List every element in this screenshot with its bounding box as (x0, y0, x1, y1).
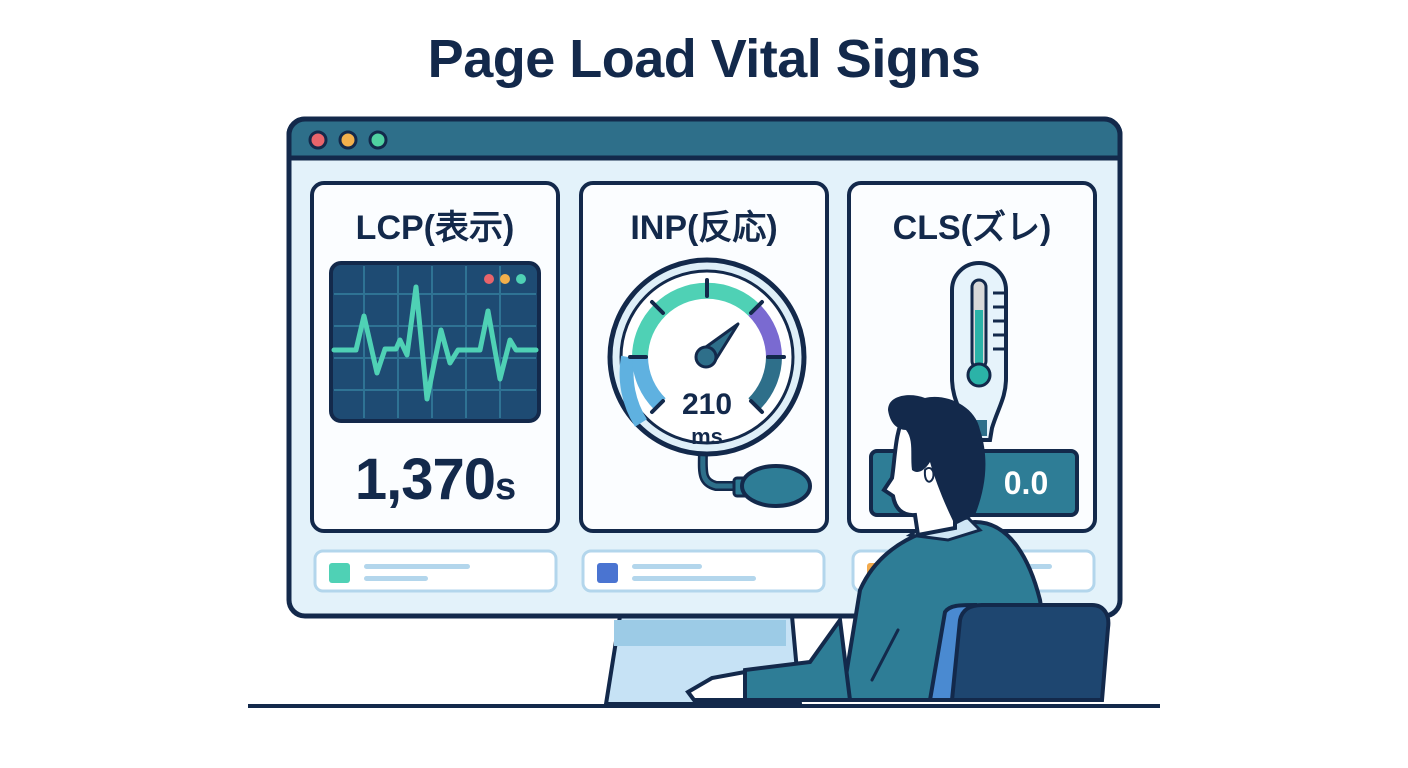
cls-value-number: 0.0 (1003, 465, 1049, 501)
card-cls-title: CLS(ズレ) (892, 209, 1052, 247)
inp-value-number: 210 (681, 388, 733, 421)
card-inp-title: INP(反応) (630, 209, 778, 247)
lcp-value-number: 1,370 (354, 447, 496, 512)
footer-lcp (313, 549, 558, 593)
person-illustration (685, 395, 1111, 702)
pressure-gauge-icon (607, 257, 812, 508)
card-lcp-title: LCP(表示) (355, 209, 515, 247)
heart-monitor-icon (329, 261, 541, 423)
close-dot-icon (308, 130, 328, 150)
inp-value-unit: ms (691, 424, 723, 449)
page-title: Page Load Vital Signs (427, 29, 981, 89)
lcp-value: 1,370s (312, 446, 558, 513)
maximize-dot-icon (368, 130, 388, 150)
thermometer-icon (950, 261, 1008, 442)
lcp-value-unit: s (495, 466, 516, 508)
minimize-dot-icon (338, 130, 358, 150)
footer-inp (581, 549, 826, 593)
